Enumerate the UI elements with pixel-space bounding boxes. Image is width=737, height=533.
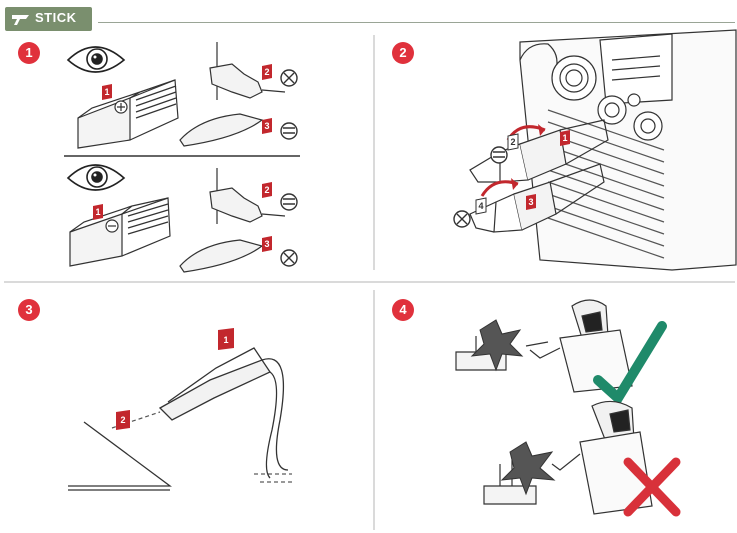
clamp-bottom [179,168,286,273]
svg-text:2: 2 [264,67,269,77]
cross-mark-icon [623,457,681,517]
check-mark-icon [593,321,667,406]
callout-p1-bottom-1: 1 [93,204,103,220]
svg-text:2: 2 [120,415,125,425]
spark-burst-incorrect [500,441,556,496]
step-badge-4: 4 [392,299,414,321]
plus-terminal-icon-p2 [453,210,471,228]
header-rule [98,22,735,23]
step-badge-2: 2 [392,42,414,64]
section-title: STICK [35,10,77,25]
svg-text:2: 2 [510,137,515,147]
callout-flags: 1 2 3 1 2 3 2 1 4 3 1 2 [93,64,570,430]
cable-connector-bottom [69,197,171,267]
svg-text:3: 3 [528,197,533,207]
plus-terminal-icon-bottom [280,249,298,267]
section-tab: STICK [5,7,92,31]
svg-text:1: 1 [223,335,228,345]
callout-p2-a: 2 [507,133,519,151]
step-badge-3: 3 [18,299,40,321]
callout-p1-top-3: 3 [262,118,272,134]
plus-terminal-icon-top [280,69,298,87]
svg-text:1: 1 [104,87,109,97]
clamp-top [179,42,286,147]
minus-terminal-icon-p2 [490,146,508,164]
callout-p1-top-1: 1 [102,84,112,100]
callout-p2-c: 4 [475,197,487,215]
workpiece-plate [68,421,172,491]
svg-text:3: 3 [264,121,269,131]
svg-text:2: 2 [264,185,269,195]
callout-p3-2: 2 [116,410,130,430]
svg-text:4: 4 [478,201,483,211]
cable-end-dashes [254,473,292,483]
callout-p1-bottom-2: 2 [262,182,272,198]
minus-terminal-icon-top [280,122,298,140]
callout-p1-top-2: 2 [262,64,272,80]
svg-text:1: 1 [562,133,567,143]
eye-icon-bottom [66,164,126,191]
callout-p2-d: 3 [526,194,536,210]
minus-terminal-icon-bottom [280,193,298,211]
stick-logo-icon [12,15,29,25]
spark-burst-correct [470,319,524,372]
ground-clamp [158,347,289,479]
callout-p1-bottom-3: 3 [262,236,272,252]
callout-p3-1: 1 [218,328,234,350]
eye-icon-top [66,46,126,73]
callout-p2-b: 1 [560,130,570,146]
welder-incorrect [483,400,653,515]
svg-text:1: 1 [95,207,100,217]
cable-connector-top [77,79,179,149]
step-badge-1: 1 [18,42,40,64]
svg-text:3: 3 [264,239,269,249]
